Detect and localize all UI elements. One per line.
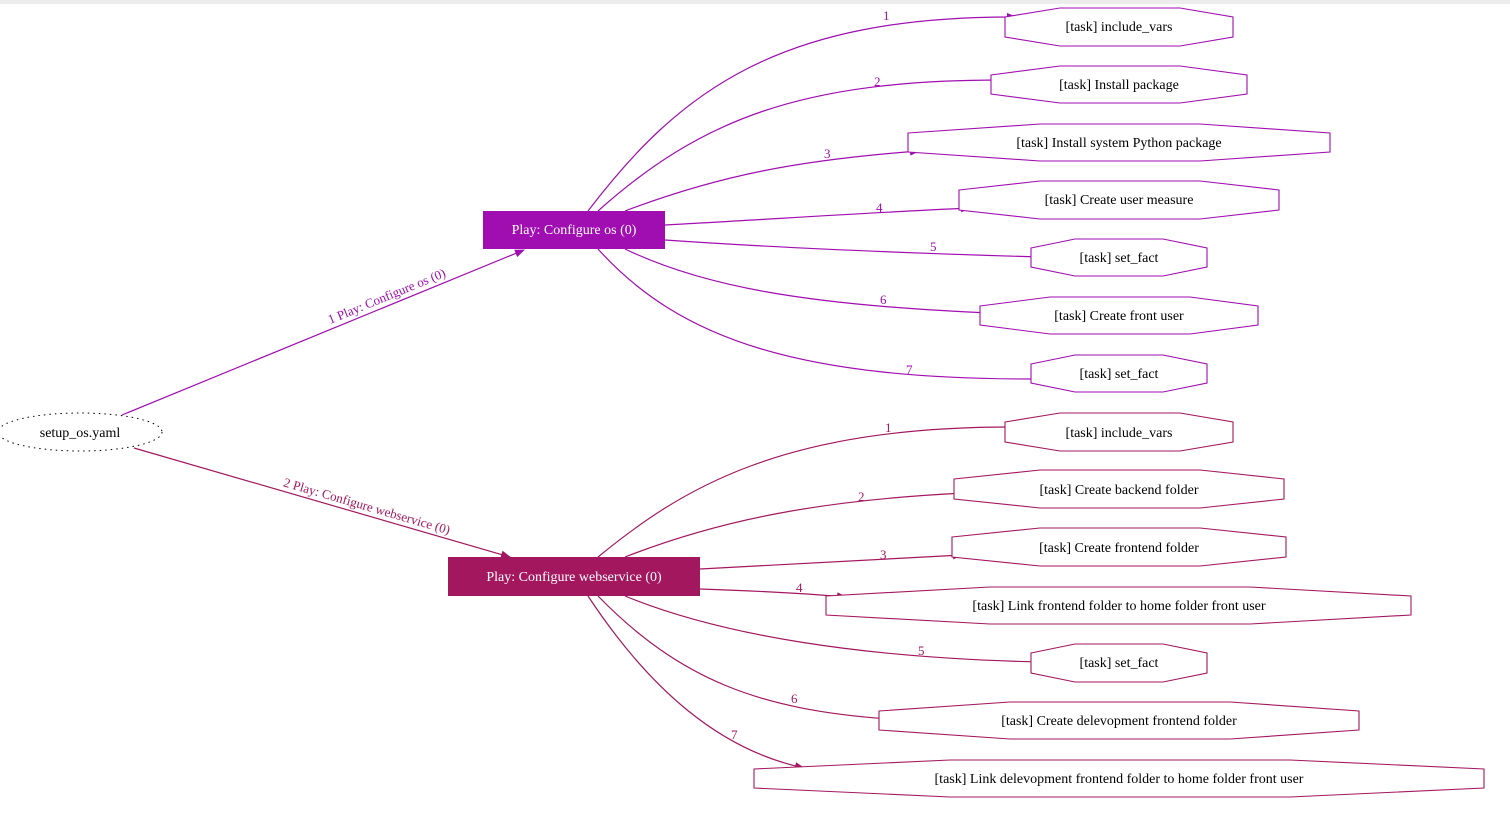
task-label: [task] Link frontend folder to home fold… xyxy=(972,599,1265,614)
play-node-configure-os[interactable]: Play: Configure os (0) xyxy=(483,211,665,249)
task-node-play2-3[interactable]: [task] Create frontend folder xyxy=(951,527,1287,567)
edge-play2-task7 xyxy=(587,595,805,771)
root-edge-label-play-1: 1 Play: Configure os (0) xyxy=(326,265,448,327)
edge-play2-task6 xyxy=(597,595,890,723)
edge-play2-task2 xyxy=(624,489,966,558)
edge-play1-task7 xyxy=(597,248,1042,384)
edge-play1-task4 xyxy=(664,204,971,226)
task-label: [task] include_vars xyxy=(1066,20,1173,35)
edge-num-play2-task1: 1 xyxy=(885,420,892,435)
edge-play2-task5 xyxy=(624,595,1042,666)
task-node-play1-3[interactable]: [task] Install system Python package xyxy=(907,123,1331,162)
task-label: [task] set_fact xyxy=(1080,656,1159,671)
task-label: [task] Create delevopment frontend folde… xyxy=(1001,714,1237,729)
task-node-play2-1[interactable]: [task] include_vars xyxy=(1004,412,1234,452)
task-node-play2-2[interactable]: [task] Create backend folder xyxy=(953,469,1285,509)
task-label: [task] set_fact xyxy=(1080,367,1159,382)
root-playbook-label: setup_os.yaml xyxy=(40,426,121,441)
edge-num-play2-task4: 4 xyxy=(796,580,803,595)
edge-play2-task3 xyxy=(699,551,963,570)
play-1-task-edges xyxy=(587,12,1042,384)
task-node-play1-6[interactable]: [task] Create front user xyxy=(979,296,1259,335)
task-node-play2-7[interactable]: [task] Link delevopment frontend folder … xyxy=(753,759,1485,798)
root-playbook-node[interactable]: setup_os.yaml xyxy=(0,412,163,452)
edge-num-play2-task2: 2 xyxy=(858,489,865,504)
edge-num-play1-task1: 1 xyxy=(883,8,890,23)
task-node-play1-7[interactable]: [task] set_fact xyxy=(1030,354,1208,393)
edge-num-play1-task3: 3 xyxy=(824,146,831,161)
edge-num-play1-task4: 4 xyxy=(876,200,883,215)
edge-play2-task1 xyxy=(597,422,1017,558)
task-label: [task] Install system Python package xyxy=(1016,136,1221,151)
edge-play1-task3 xyxy=(624,147,920,212)
edge-num-play2-task6: 6 xyxy=(791,691,798,706)
task-node-play1-2[interactable]: [task] Install package xyxy=(990,65,1248,104)
root-edge-play-1: 1 Play: Configure os (0) xyxy=(121,249,525,416)
task-label: [task] Create user measure xyxy=(1045,193,1194,208)
task-label: [task] Link delevopment frontend folder … xyxy=(935,772,1304,787)
edge-num-play2-task5: 5 xyxy=(918,643,925,658)
svg-text:2 Play: Configure webservice (: 2 Play: Configure webservice (0) xyxy=(282,475,452,538)
edge-play2-task4 xyxy=(699,588,847,601)
edge-num-play2-task7: 7 xyxy=(731,727,738,742)
edge-play1-task5 xyxy=(664,239,1042,261)
edge-num-play1-task2: 2 xyxy=(874,74,881,89)
task-node-play1-1[interactable]: [task] include_vars xyxy=(1004,7,1234,47)
edge-play1-task6 xyxy=(624,248,991,317)
task-label: [task] Create frontend folder xyxy=(1039,541,1199,556)
task-node-play1-5[interactable]: [task] set_fact xyxy=(1030,238,1208,277)
edge-play1-task2 xyxy=(597,76,1003,212)
root-edge-play-2: 2 Play: Configure webservice (0) xyxy=(133,447,511,559)
task-label: [task] Create backend folder xyxy=(1040,483,1199,498)
edge-play1-task1 xyxy=(587,12,1017,212)
task-node-play2-4[interactable]: [task] Link frontend folder to home fold… xyxy=(825,586,1412,625)
edge-num-play1-task5: 5 xyxy=(930,239,937,254)
task-label: [task] include_vars xyxy=(1066,426,1173,441)
task-node-play1-4[interactable]: [task] Create user measure xyxy=(958,180,1280,220)
svg-text:1 Play: Configure os (0): 1 Play: Configure os (0) xyxy=(326,265,448,327)
play-node-configure-webservice[interactable]: Play: Configure webservice (0) xyxy=(448,557,700,596)
play-node-label: Play: Configure webservice (0) xyxy=(486,570,662,585)
edge-num-play2-task3: 3 xyxy=(880,547,887,562)
task-label: [task] Create front user xyxy=(1054,309,1184,324)
edge-num-play1-task7: 7 xyxy=(906,362,913,377)
edge-num-play1-task6: 6 xyxy=(880,292,887,307)
root-edge-label-play-2: 2 Play: Configure webservice (0) xyxy=(282,475,452,538)
task-node-play2-5[interactable]: [task] set_fact xyxy=(1030,643,1208,683)
play-node-label: Play: Configure os (0) xyxy=(512,223,637,238)
page-top-border xyxy=(0,0,1510,4)
task-label: [task] Install package xyxy=(1059,78,1179,93)
task-label: [task] set_fact xyxy=(1080,251,1159,266)
task-node-play2-6[interactable]: [task] Create delevopment frontend folde… xyxy=(878,701,1360,740)
